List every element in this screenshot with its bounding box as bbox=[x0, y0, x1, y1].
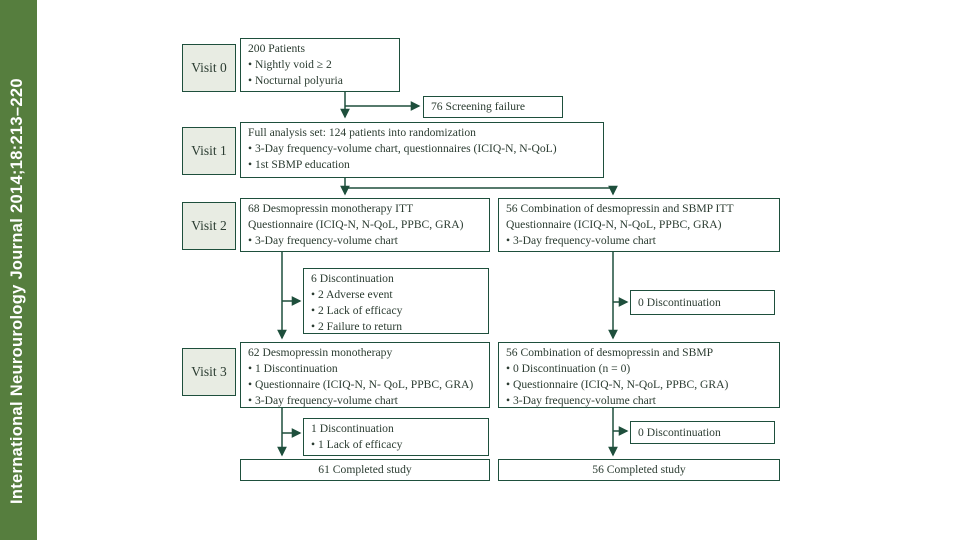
completed-combo-text: 56 Completed study bbox=[592, 463, 686, 476]
completed-mono-text: 61 Completed study bbox=[318, 463, 412, 476]
journal-sidebar: International Neurourology Journal 2014;… bbox=[0, 0, 37, 540]
discontinuation-combo-mid-box: 0 Discontinuation bbox=[630, 290, 775, 315]
itt-monotherapy-line: Questionnaire (ICIQ-N, N-QoL, PPBC, GRA) bbox=[248, 218, 464, 231]
visit3-combo-bullet: • 0 Discontinuation (n = 0) bbox=[506, 362, 631, 375]
screening-failure-box: 76 Screening failure bbox=[423, 96, 563, 118]
visit3-label: Visit 3 bbox=[182, 348, 236, 396]
discontinuation-mono-mid-box: 6 Discontinuation • 2 Adverse event • 2 … bbox=[303, 268, 489, 334]
itt-combination-line: Questionnaire (ICIQ-N, N-QoL, PPBC, GRA) bbox=[506, 218, 722, 231]
visit3-combination-box: 56 Combination of desmopressin and SBMP … bbox=[498, 342, 780, 408]
visit1-label: Visit 1 bbox=[182, 127, 236, 175]
visit3-combo-bullet: • Questionnaire (ICIQ-N, N-QoL, PPBC, GR… bbox=[506, 378, 729, 391]
visit3-mono-bullet: • Questionnaire (ICIQ-N, N- QoL, PPBC, G… bbox=[248, 378, 474, 391]
visit3-mono-title: 62 Desmopressin monotherapy bbox=[248, 346, 393, 359]
visit0-label: Visit 0 bbox=[182, 44, 236, 92]
visit3-combo-title: 56 Combination of desmopressin and SBMP bbox=[506, 346, 714, 359]
visit3-combo-bullet: • 3-Day frequency-volume chart bbox=[506, 394, 656, 407]
disc-mono-mid-bullet: • 2 Adverse event bbox=[311, 288, 393, 301]
itt-monotherapy-box: 68 Desmopressin monotherapy ITT Question… bbox=[240, 198, 490, 252]
patients-bullet: • Nightly void ≥ 2 bbox=[248, 58, 332, 71]
itt-monotherapy-bullet: • 3-Day frequency-volume chart bbox=[248, 234, 398, 247]
patients-bullet: • Nocturnal polyuria bbox=[248, 74, 343, 87]
disc-mono-final-title: 1 Discontinuation bbox=[311, 422, 394, 435]
patients-title: 200 Patients bbox=[248, 42, 306, 55]
full-analysis-box: Full analysis set: 124 patients into ran… bbox=[240, 122, 604, 178]
itt-combination-box: 56 Combination of desmopressin and SBMP … bbox=[498, 198, 780, 252]
itt-monotherapy-title: 68 Desmopressin monotherapy ITT bbox=[248, 202, 414, 215]
disc-mono-mid-bullet: • 2 Failure to return bbox=[311, 320, 402, 333]
disc-combo-mid-text: 0 Discontinuation bbox=[638, 295, 721, 309]
visit3-mono-bullet: • 1 Discontinuation bbox=[248, 362, 338, 375]
full-analysis-bullet: • 1st SBMP education bbox=[248, 158, 350, 171]
itt-combination-bullet: • 3-Day frequency-volume chart bbox=[506, 234, 656, 247]
disc-mono-mid-title: 6 Discontinuation bbox=[311, 272, 394, 285]
visit0-text: Visit 0 bbox=[191, 60, 227, 75]
visit2-text: Visit 2 bbox=[191, 218, 227, 233]
completed-combo-box: 56 Completed study bbox=[498, 459, 780, 481]
patients-box: 200 Patients • Nightly void ≥ 2 • Noctur… bbox=[240, 38, 400, 92]
screening-failure-text: 76 Screening failure bbox=[431, 100, 526, 113]
full-analysis-bullet: • 3-Day frequency-volume chart, question… bbox=[248, 142, 557, 155]
visit3-monotherapy-box: 62 Desmopressin monotherapy • 1 Disconti… bbox=[240, 342, 490, 408]
visit3-mono-bullet: • 3-Day frequency-volume chart bbox=[248, 394, 398, 407]
full-analysis-title: Full analysis set: 124 patients into ran… bbox=[248, 126, 476, 139]
disc-mono-final-bullet: • 1 Lack of efficacy bbox=[311, 438, 403, 451]
visit2-label: Visit 2 bbox=[182, 202, 236, 250]
itt-combination-title: 56 Combination of desmopressin and SBMP … bbox=[506, 202, 734, 215]
visit1-text: Visit 1 bbox=[191, 143, 227, 158]
discontinuation-combo-final-box: 0 Discontinuation bbox=[630, 421, 775, 444]
visit3-text: Visit 3 bbox=[191, 364, 227, 379]
completed-mono-box: 61 Completed study bbox=[240, 459, 490, 481]
discontinuation-mono-final-box: 1 Discontinuation • 1 Lack of efficacy bbox=[303, 418, 489, 456]
disc-mono-mid-bullet: • 2 Lack of efficacy bbox=[311, 304, 403, 317]
disc-combo-final-text: 0 Discontinuation bbox=[638, 425, 721, 439]
